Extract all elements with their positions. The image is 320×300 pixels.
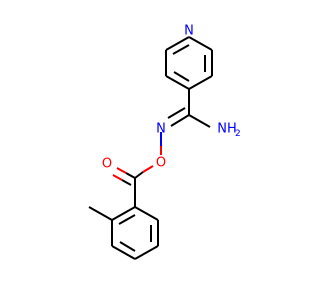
bond [134,245,159,260]
bond [167,107,186,119]
bond [112,174,123,181]
bond [173,71,190,82]
bond [134,206,159,221]
bond [188,36,213,51]
bonds [88,36,213,260]
bond [111,206,136,221]
amine-label: NH [217,122,237,137]
bond [88,206,113,221]
ester-oxygen-label: O [156,156,166,171]
bond [142,165,154,173]
bond [121,179,132,186]
bond [165,36,190,51]
imine-nitrogen-label: N [156,122,166,137]
bond [116,167,127,174]
bond [118,214,136,225]
pyridine-nitrogen-label: N [184,24,194,39]
bond [119,241,136,252]
carbonyl-oxygen-label: O [102,157,112,172]
atom-labels: N N O O NH 2 [102,24,241,172]
bond [125,172,136,179]
amine-subscript: 2 [235,129,241,139]
structure-canvas: N N O O NH 2 [88,23,241,260]
bond [188,75,213,90]
bond [165,75,190,90]
bond [111,245,136,260]
bond [188,114,211,128]
bond [134,171,144,179]
bond [172,44,190,55]
bond [170,114,190,127]
